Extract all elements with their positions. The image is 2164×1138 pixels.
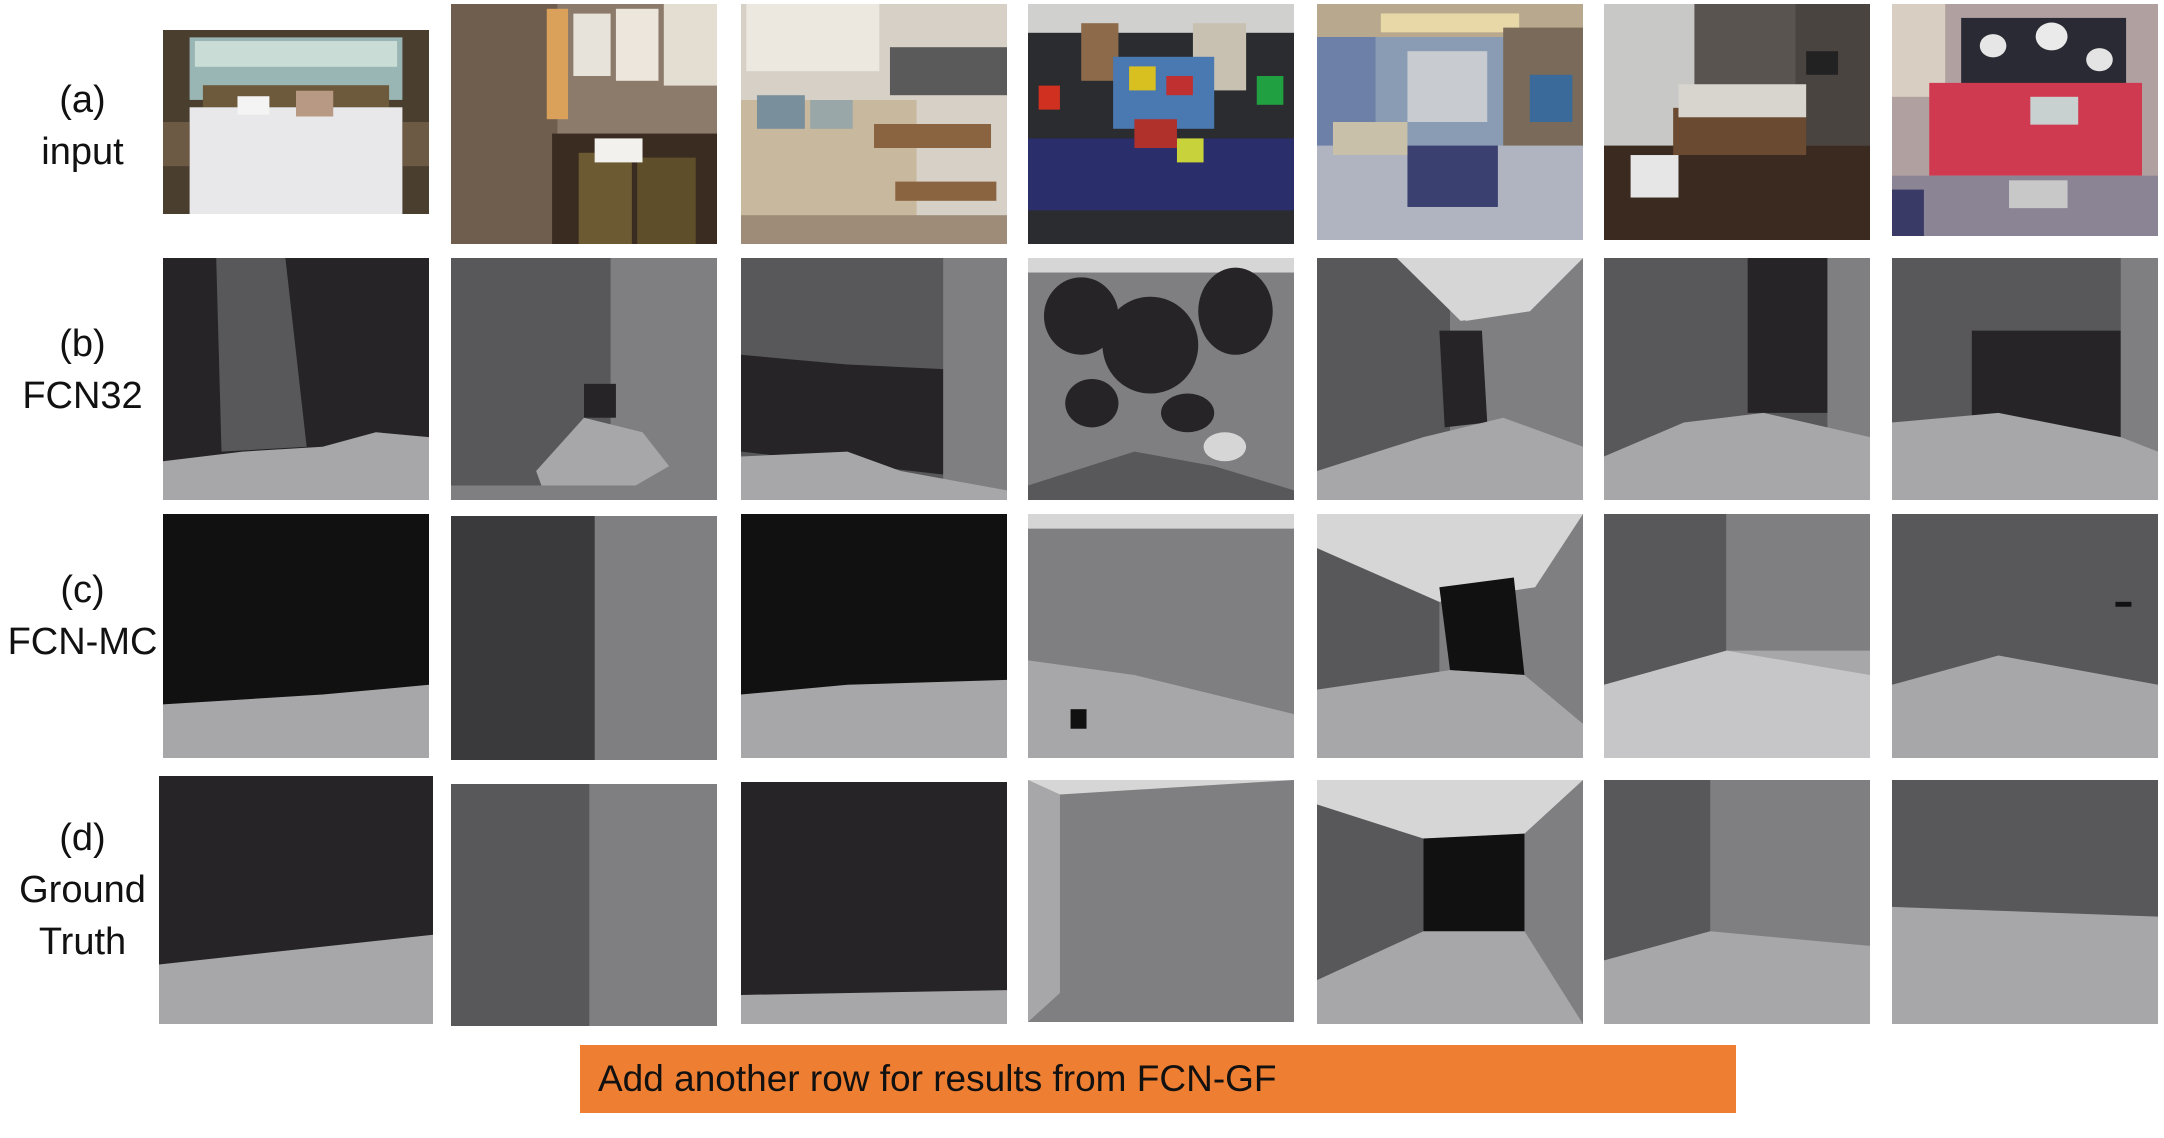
fcn32-result-2	[451, 258, 717, 500]
input-image-1	[163, 30, 429, 214]
row-name: FCN-MC	[7, 621, 158, 663]
row-label-fcn-mc: (c) FCN-MC	[0, 564, 165, 668]
input-image-5	[1317, 4, 1583, 240]
row-label-ground-truth: (d) Ground Truth	[0, 812, 165, 968]
input-image-4	[1028, 4, 1294, 244]
input-image-6	[1604, 4, 1870, 240]
row-name: Ground	[19, 869, 146, 911]
input-image-7	[1892, 4, 2158, 236]
ground-truth-6	[1604, 780, 1870, 1024]
row-letter: (c)	[60, 569, 105, 611]
ground-truth-3	[741, 782, 1007, 1024]
input-image-3	[741, 4, 1007, 244]
fcn32-result-7	[1892, 258, 2158, 500]
row-label-fcn32: (b) FCN32	[0, 318, 165, 422]
row-name: FCN32	[22, 375, 143, 417]
fcn-mc-result-5	[1317, 514, 1583, 758]
fcn-mc-result-2	[451, 516, 717, 760]
ground-truth-1	[159, 776, 433, 1024]
ground-truth-5	[1317, 780, 1583, 1024]
fcn-mc-result-7	[1892, 514, 2158, 758]
ground-truth-7	[1892, 780, 2158, 1024]
ground-truth-2	[451, 784, 717, 1026]
row-letter: (b)	[59, 323, 106, 365]
fcn-mc-result-1	[163, 514, 429, 758]
ground-truth-4	[1028, 780, 1294, 1022]
fcn-mc-result-6	[1604, 514, 1870, 758]
fcn-mc-result-4	[1028, 514, 1294, 758]
row-letter: (a)	[59, 79, 106, 121]
fcn32-result-5	[1317, 258, 1583, 500]
row-label-input: (a) input	[0, 74, 165, 178]
row-name: Truth	[38, 921, 127, 963]
row-letter: (d)	[59, 817, 106, 859]
fcn32-result-3	[741, 258, 1007, 500]
fcn32-result-4	[1028, 258, 1294, 500]
fcn32-result-1	[163, 258, 429, 500]
fcn32-result-6	[1604, 258, 1870, 500]
annotation-note: Add another row for results from FCN-GF	[580, 1045, 1736, 1113]
row-name: input	[41, 131, 124, 173]
fcn-mc-result-3	[741, 514, 1007, 758]
input-image-2	[451, 4, 717, 244]
